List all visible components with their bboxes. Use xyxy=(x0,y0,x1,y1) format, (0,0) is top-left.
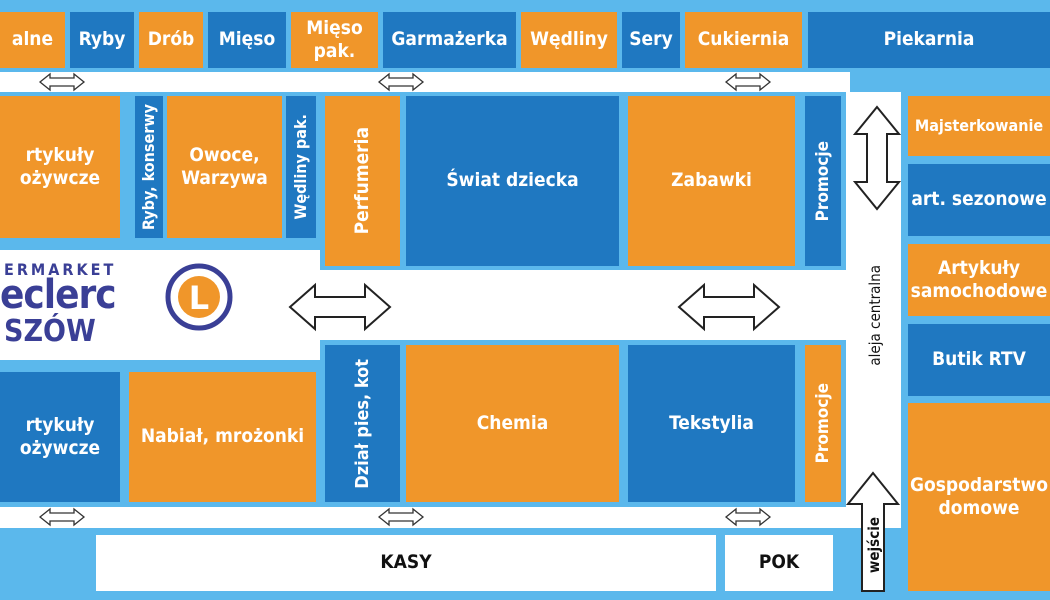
dept-wedliny[interactable]: Wędliny xyxy=(521,12,617,68)
dept-label: Świat dziecka xyxy=(446,169,579,192)
dept-label: Zabawki xyxy=(671,169,752,192)
dept-label: Tekstylia xyxy=(669,411,754,434)
dept-label: art. sezonowe xyxy=(911,188,1047,211)
dept-swiat-dziecka[interactable]: Świat dziecka xyxy=(406,96,619,266)
dept-label: Artykuły samochodowe xyxy=(910,256,1048,302)
dept-alne[interactable]: alne xyxy=(0,12,65,68)
central-alley-arrow-icon xyxy=(852,105,902,211)
dept-label: Mięso pak. xyxy=(306,16,363,62)
leclerc-emblem-icon: L xyxy=(165,263,233,331)
dept-label: Owoce, Warzywa xyxy=(181,143,268,189)
small-arrow-icon xyxy=(724,72,772,92)
aisle-arrow-icon xyxy=(288,282,392,332)
dept-majsterkowanie[interactable]: Majsterkowanie xyxy=(908,96,1050,156)
wejscie-label: wejście xyxy=(864,516,883,574)
dept-ryby-konserwy[interactable]: Ryby, konserwy xyxy=(135,96,163,238)
aleja-centralna-label: aleja centralna xyxy=(865,264,884,366)
dept-owoce-warzywa[interactable]: Owoce, Warzywa xyxy=(167,96,282,238)
dept-label: Promocje xyxy=(812,383,833,464)
dept-label: rtykuły ożywcze xyxy=(19,413,101,459)
dept-drob[interactable]: Drób xyxy=(139,12,203,68)
logo-city-text: SZÓW xyxy=(4,314,96,349)
dept-label: Cukiernia xyxy=(697,28,790,51)
dept-art-sezonowe[interactable]: art. sezonowe xyxy=(908,164,1050,236)
dept-label: Ryby xyxy=(78,28,126,51)
dept-garmazerka[interactable]: Garmażerka xyxy=(383,12,516,68)
dept-label: Piekarnia xyxy=(883,28,975,51)
dept-promocje-upper[interactable]: Promocje xyxy=(805,96,841,266)
dept-label: Promocje xyxy=(812,140,833,222)
logo-top-text: ERMARKET xyxy=(4,260,117,279)
leclerc-logo: ERMARKET eclerc SZÓW L xyxy=(0,258,240,354)
small-arrow-icon xyxy=(38,72,86,92)
dept-label: Garmażerka xyxy=(391,28,508,51)
dept-cukiernia[interactable]: Cukiernia xyxy=(685,12,802,68)
dept-chemia[interactable]: Chemia xyxy=(406,345,619,502)
dept-label: Wędliny xyxy=(530,28,608,51)
dept-promocje-lower[interactable]: Promocje xyxy=(805,345,841,502)
logo-brand-text: eclerc xyxy=(0,272,117,318)
dept-label: Gospodarstwo domowe xyxy=(909,473,1049,519)
small-arrow-icon xyxy=(377,507,425,527)
dept-sery[interactable]: Sery xyxy=(622,12,680,68)
dept-ryby[interactable]: Ryby xyxy=(70,12,134,68)
dept-label: Mięso xyxy=(218,28,276,51)
dept-wedliny-pak[interactable]: Wędliny pak. xyxy=(286,96,316,238)
dept-artykuly-samochodowe[interactable]: Artykuły samochodowe xyxy=(908,244,1050,316)
entrance-arrow-icon xyxy=(845,471,901,592)
dept-label: alne xyxy=(11,28,54,51)
aisle-center-left xyxy=(0,250,320,360)
dept-artykuly-spozywcze-lower[interactable]: rtykuły ożywcze xyxy=(0,372,120,502)
dept-label: Butik RTV xyxy=(932,348,1026,371)
kasy-checkouts[interactable]: KASY xyxy=(96,535,716,591)
dept-label: Ryby, konserwy xyxy=(139,103,159,231)
dept-label: Perfumeria xyxy=(350,127,373,235)
dept-label: Drób xyxy=(147,28,195,51)
dept-label: Chemia xyxy=(476,411,549,434)
small-arrow-icon xyxy=(38,507,86,527)
dept-zabawki[interactable]: Zabawki xyxy=(628,96,795,266)
dept-butik-rtv[interactable]: Butik RTV xyxy=(908,324,1050,396)
dept-label: Nabiał, mrożonki xyxy=(140,425,305,448)
dept-mieso-pak[interactable]: Mięso pak. xyxy=(291,12,378,68)
dept-piekarnia[interactable]: Piekarnia xyxy=(808,12,1050,68)
dept-gospodarstwo-domowe[interactable]: Gospodarstwo domowe xyxy=(908,403,1050,591)
dept-tekstylia[interactable]: Tekstylia xyxy=(628,345,795,502)
dept-pies-kot[interactable]: Dział pies, kot xyxy=(325,345,400,502)
dept-label: rtykuły ożywcze xyxy=(19,143,101,189)
dept-mieso[interactable]: Mięso xyxy=(208,12,286,68)
dept-label: Dział pies, kot xyxy=(351,358,373,489)
dept-label: Sery xyxy=(629,28,673,51)
dept-label: Majsterkowanie xyxy=(914,116,1044,136)
kasy-label: KASY xyxy=(380,551,432,574)
dept-artykuly-spozywcze-upper[interactable]: rtykuły ożywcze xyxy=(0,96,120,238)
small-arrow-icon xyxy=(724,507,772,527)
aisle-bottom xyxy=(0,507,850,528)
emblem-letter: L xyxy=(189,279,209,317)
dept-label: Wędliny pak. xyxy=(291,114,311,220)
pok-label: POK xyxy=(758,551,800,574)
pok-customer-service[interactable]: POK xyxy=(725,535,833,591)
dept-perfumeria[interactable]: Perfumeria xyxy=(325,96,400,266)
aisle-top xyxy=(0,72,850,92)
small-arrow-icon xyxy=(377,72,425,92)
aisle-arrow-icon xyxy=(677,282,781,332)
dept-nabial-mrozonki[interactable]: Nabiał, mrożonki xyxy=(129,372,316,502)
